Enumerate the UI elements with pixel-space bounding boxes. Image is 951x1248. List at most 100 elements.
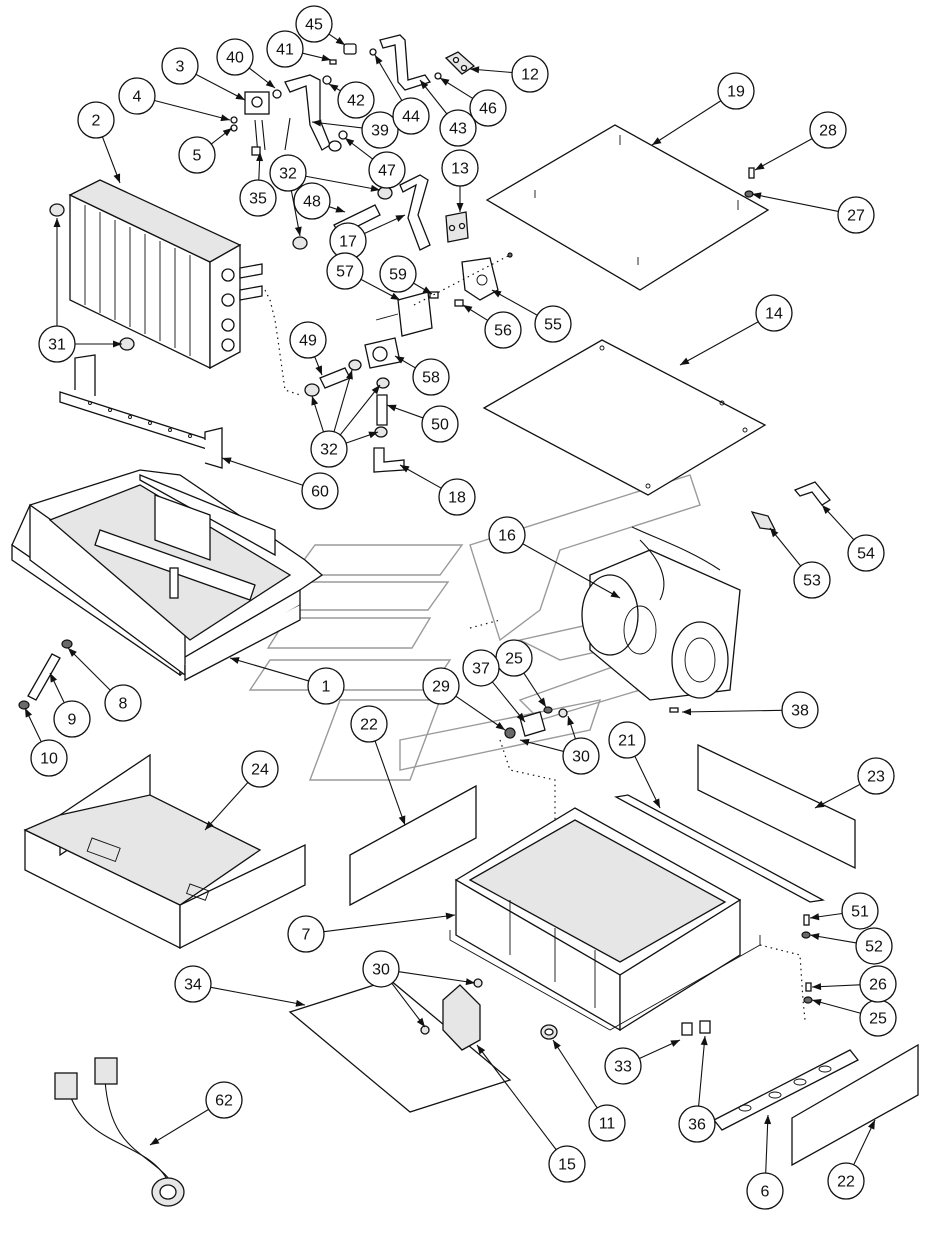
callout-number: 2 [92, 113, 101, 130]
callout-number: 1 [322, 679, 331, 696]
callout-circle [178, 136, 216, 174]
callout-circle [837, 196, 875, 234]
callout-number: 59 [389, 267, 407, 284]
callout-44: 44 [392, 97, 430, 135]
callout-36: 36 [678, 1105, 716, 1143]
callout-25: 25 [495, 639, 533, 677]
callout-number: 24 [251, 762, 269, 779]
callout-number: 58 [422, 370, 440, 387]
callout-40: 40 [216, 38, 254, 76]
callout-arrowhead [113, 173, 121, 183]
callout-arrowhead [867, 1120, 875, 1130]
callout-number: 26 [869, 977, 887, 994]
callout-number: 9 [68, 712, 77, 729]
callout-number: 14 [765, 306, 783, 323]
callout-leader-line [679, 321, 759, 366]
callout-leader-line [754, 138, 813, 171]
callout-number: 41 [276, 42, 294, 59]
callout-26: 26 [859, 965, 897, 1003]
callout-leader-line [339, 384, 381, 436]
callout-52: 52 [855, 927, 893, 965]
callout-circle [295, 5, 333, 43]
callout-arrowhead [520, 738, 530, 746]
callout-42: 42 [337, 81, 375, 119]
callout-3: 3 [161, 47, 199, 85]
callout-arrowhead [265, 79, 275, 88]
callout-arrowhead [370, 184, 380, 192]
part-53-connector [750, 511, 777, 531]
part-9-tube [27, 653, 61, 701]
callout-59: 59 [379, 255, 417, 293]
part-40-o-ring [272, 89, 282, 99]
callout-arrowhead [387, 404, 397, 412]
part-19-cover [485, 124, 770, 291]
callout-circle [310, 430, 348, 468]
callout-53: 53 [793, 561, 831, 599]
callout-number: 30 [372, 962, 390, 979]
callout-arrowhead [477, 1045, 486, 1055]
callout-number: 31 [48, 337, 66, 354]
callout-circle [161, 47, 199, 85]
callout-arrowhead [345, 138, 355, 147]
callout-13: 13 [441, 149, 479, 187]
callout-39: 39 [361, 111, 399, 149]
alignment-line [759, 944, 806, 1021]
callout-arrowhead [321, 54, 331, 62]
callout-number: 10 [40, 751, 58, 768]
callout-number: 36 [688, 1117, 706, 1134]
part-55-actuator [461, 252, 513, 301]
part-21-strip [614, 794, 826, 903]
callout-49: 49 [289, 321, 327, 359]
callout-30: 30 [362, 950, 400, 988]
callout-17: 17 [329, 222, 367, 260]
callout-48: 48 [293, 182, 331, 220]
callout-2: 2 [77, 101, 115, 139]
callout-35: 35 [239, 179, 277, 217]
callout-group: 1234567891011121314151617181921222223242… [30, 5, 897, 1210]
callout-circle [809, 111, 847, 149]
part-46-o-ring [434, 72, 442, 80]
callout-number: 45 [305, 17, 323, 34]
part-41-valve-core [329, 59, 337, 65]
callout-number: 21 [618, 733, 636, 750]
callout-circle [362, 950, 400, 988]
callout-arrowhead [315, 365, 322, 375]
callout-circle [484, 311, 522, 349]
callout-18: 18 [438, 478, 476, 516]
part-49-tube [319, 367, 351, 389]
part-43-hose [379, 34, 432, 91]
callout-circle [361, 111, 399, 149]
callout-circle [534, 305, 572, 343]
callout-16: 16 [488, 516, 526, 554]
callout-arrowhead [230, 657, 240, 664]
callout-leader-line [476, 1044, 557, 1150]
callout-number: 15 [558, 1157, 576, 1174]
callout-circle [241, 750, 279, 788]
callout-arrowhead [371, 385, 380, 395]
part-16-blower [581, 526, 741, 701]
part-38-screw [669, 707, 679, 713]
callout-leader-line [221, 457, 304, 486]
callout-51: 51 [841, 892, 879, 930]
part-8-fitting [61, 639, 73, 649]
callout-circle [326, 252, 364, 290]
part-23-panel [697, 743, 856, 870]
callout-8: 8 [104, 684, 142, 722]
part-52-washer [801, 931, 811, 939]
callout-leader-line [522, 543, 621, 599]
callout-circle [847, 534, 885, 572]
callout-number: 51 [851, 904, 869, 921]
part-18-pipe [373, 447, 405, 473]
callout-leader-line [698, 1035, 706, 1107]
callout-number: 13 [451, 161, 469, 178]
callout-leader-line [333, 369, 353, 432]
callout-7: 7 [287, 915, 325, 953]
callout-arrowhead [456, 203, 464, 212]
callout-circle [717, 72, 755, 110]
callout-38: 38 [781, 691, 819, 729]
callout-arrowhead [440, 78, 450, 86]
part-58-valve [364, 337, 401, 369]
callout-arrowhead [256, 152, 264, 162]
callout-circle [392, 97, 430, 135]
